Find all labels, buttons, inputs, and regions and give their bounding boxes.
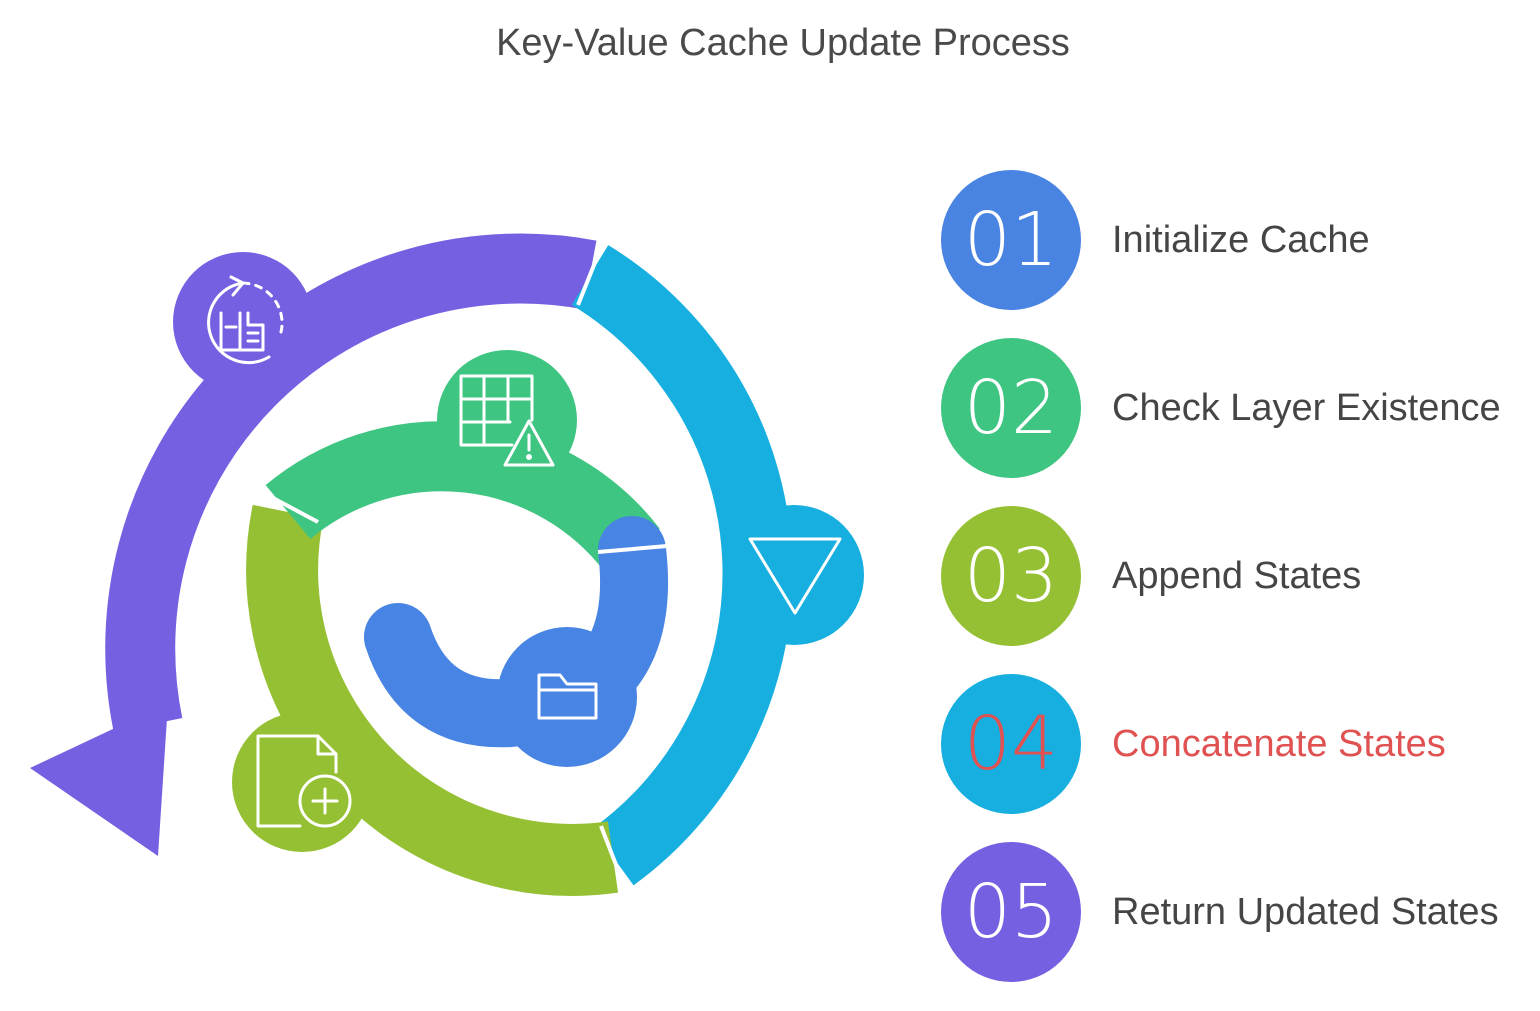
step-number-badge: 05 <box>941 842 1081 982</box>
file-add-icon <box>256 734 352 828</box>
step-1: 01 Initialize Cache <box>941 170 1531 310</box>
step-label: Return Updated States <box>1112 891 1499 933</box>
step-label: Check Layer Existence <box>1112 387 1501 429</box>
node-cyan <box>724 505 864 645</box>
triangle-down-icon <box>748 537 842 615</box>
folder-icon <box>537 673 598 720</box>
diagram-title: Key-Value Cache Update Process <box>496 22 1070 64</box>
step-3: 03 Append States <box>941 506 1531 646</box>
step-label: Concatenate States <box>1112 723 1446 765</box>
step-number-badge: 04 <box>941 674 1081 814</box>
step-4: 04 Concatenate States <box>941 674 1531 814</box>
node-purple <box>173 252 313 392</box>
step-number-badge: 01 <box>941 170 1081 310</box>
node-lime <box>232 712 372 852</box>
step-label: Append States <box>1112 555 1362 597</box>
step-number-badge: 02 <box>941 338 1081 478</box>
step-number-badge: 03 <box>941 506 1081 646</box>
step-2: 02 Check Layer Existence <box>941 338 1531 478</box>
step-label: Initialize Cache <box>1112 219 1370 261</box>
step-5: 05 Return Updated States <box>941 842 1531 982</box>
cycle-book-icon <box>207 275 284 365</box>
node-blue <box>497 627 637 767</box>
spiral-diagram <box>30 233 864 896</box>
purple-arrow-head <box>30 703 168 856</box>
table-warning-icon <box>459 374 555 467</box>
